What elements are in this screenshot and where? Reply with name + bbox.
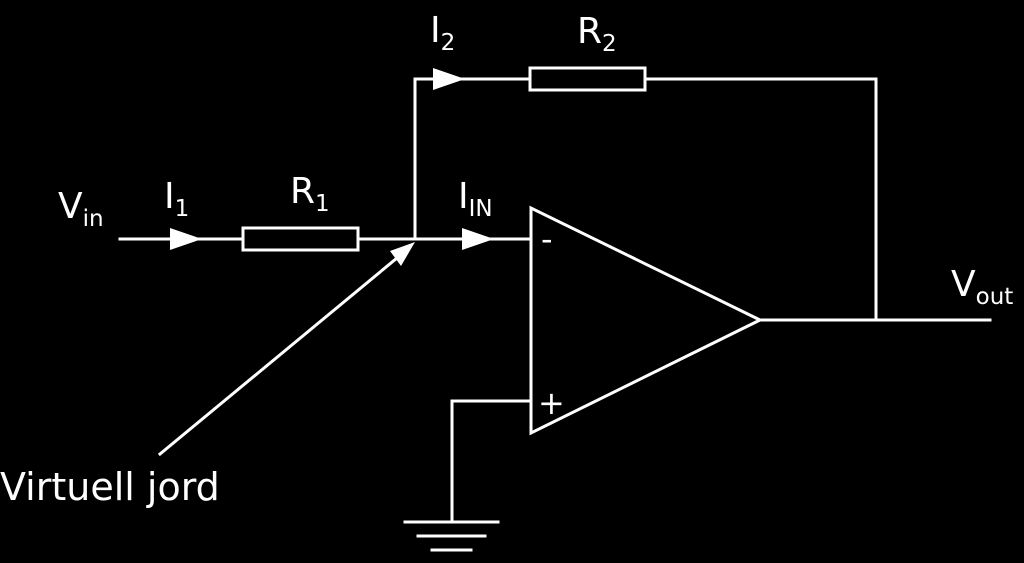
virtual-ground-label: Virtuell jord [0, 465, 220, 509]
current-arrow-iin-icon [462, 228, 494, 250]
op-amp-triangle [529, 205, 764, 436]
r1-label: R1 [290, 171, 330, 217]
opamp-minus-sign: - [541, 220, 553, 258]
vout-label: Vout [951, 264, 1013, 310]
r2-label: R2 [577, 11, 617, 57]
virtual-ground-pointer-arrowhead-icon [390, 242, 415, 266]
vin-label: Vin [58, 186, 104, 232]
current-arrow-i1-icon [170, 228, 202, 250]
i1-label: I1 [164, 176, 189, 222]
resistor-r1 [241, 226, 360, 252]
virtual-ground-pointer-line [157, 255, 400, 457]
i2-label: I2 [430, 10, 455, 56]
resistor-r2 [528, 66, 647, 92]
opamp-plus-sign: + [538, 384, 565, 422]
current-arrow-i2-icon [433, 68, 465, 90]
iin-label: IIN [458, 176, 493, 222]
ground-symbol-icon [403, 520, 500, 552]
